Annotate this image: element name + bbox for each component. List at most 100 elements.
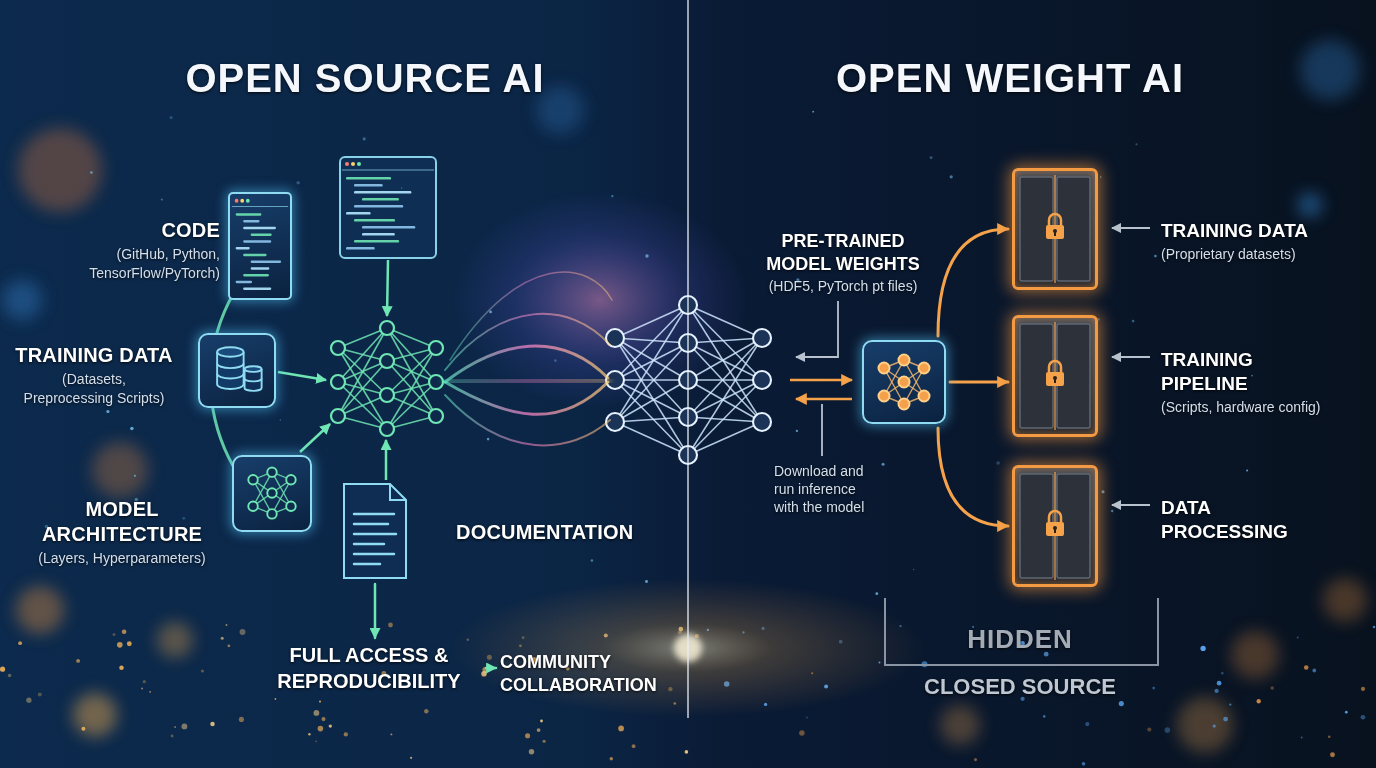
section-heading: OPEN SOURCE AI xyxy=(60,54,670,102)
code-icon-art xyxy=(251,267,270,270)
decoration xyxy=(346,212,371,215)
locked-door-art xyxy=(1015,171,1095,287)
decoration xyxy=(346,247,375,250)
locked-door-art xyxy=(1049,511,1061,522)
locked-door-art xyxy=(1046,225,1064,239)
decoration xyxy=(351,162,355,166)
decoration xyxy=(362,226,415,229)
decoration xyxy=(362,233,395,236)
decoration xyxy=(688,338,762,455)
decoration xyxy=(387,382,436,429)
connector-arrow xyxy=(950,381,1008,384)
decoration xyxy=(315,740,317,742)
weights-box: PRE-TRAINED MODEL WEIGHTS(HDF5, PyTorch … xyxy=(862,340,946,424)
decoration xyxy=(1373,626,1376,629)
decoration xyxy=(1152,687,1155,690)
document-icon: DOCUMENTATION xyxy=(340,482,410,580)
locked-door-art xyxy=(1015,171,1095,287)
decoration xyxy=(610,757,613,760)
outcome-text: COMMUNITY COLLABORATION xyxy=(500,651,680,698)
code-icon-art xyxy=(230,194,290,298)
decoration xyxy=(950,175,953,178)
bokeh xyxy=(940,705,980,745)
decoration xyxy=(181,723,187,729)
decoration xyxy=(81,727,85,731)
decoration xyxy=(1213,724,1216,727)
locked-door-art xyxy=(1054,231,1056,236)
code-icon-art xyxy=(235,199,239,203)
decoration xyxy=(1132,320,1135,323)
decoration xyxy=(688,305,762,380)
decoration xyxy=(296,181,300,185)
light-streaks xyxy=(445,382,608,414)
locked-door: TRAINING DATA(Proprietary datasets) xyxy=(1012,168,1098,290)
decoration xyxy=(645,254,648,257)
decoration xyxy=(424,709,428,713)
feed-arrows xyxy=(278,372,326,380)
decoration xyxy=(331,375,345,389)
decoration xyxy=(615,380,688,422)
code-icon-art xyxy=(243,274,269,277)
weights-leaders xyxy=(790,379,852,382)
decoration xyxy=(149,691,151,693)
locked-door-art xyxy=(1015,468,1095,584)
decoration xyxy=(1223,717,1228,722)
weights-leaders xyxy=(796,301,838,357)
database-icon-art xyxy=(217,347,261,391)
section-heading: OPEN WEIGHT AI xyxy=(700,54,1320,102)
connector-arrow xyxy=(374,584,377,638)
decoration xyxy=(390,733,392,735)
decoration xyxy=(331,341,345,355)
decoration xyxy=(26,698,31,703)
node-subtext: (HDF5, PyTorch pt files) xyxy=(758,277,928,296)
decoration xyxy=(930,156,933,159)
architecture-icon-art xyxy=(267,488,276,497)
decoration xyxy=(388,623,393,628)
decoration xyxy=(380,388,394,402)
locked-door-art xyxy=(1015,318,1095,434)
decoration xyxy=(1200,646,1205,651)
locked-door-art xyxy=(1015,318,1095,434)
decoration xyxy=(380,321,394,335)
database-icon: TRAINING DATA(Datasets, Preprocessing Sc… xyxy=(198,333,276,408)
decoration xyxy=(611,195,613,197)
decoration xyxy=(1214,689,1218,693)
decoration xyxy=(240,629,246,635)
document-icon-art xyxy=(344,484,406,578)
decoration xyxy=(90,171,93,174)
decoration xyxy=(127,641,132,646)
weights-box-art xyxy=(899,355,910,366)
decoration xyxy=(380,354,394,368)
door-leaders xyxy=(1112,504,1150,506)
divider-line xyxy=(687,0,689,718)
weights-box-art xyxy=(864,342,944,422)
decoration xyxy=(1251,375,1253,377)
feed-arrows xyxy=(385,440,388,480)
code-icon-art xyxy=(251,233,272,236)
decoration xyxy=(1246,469,1248,471)
decoration xyxy=(161,199,163,201)
decoration xyxy=(170,116,173,119)
decoration xyxy=(141,688,143,690)
decoration xyxy=(618,726,624,732)
code-icon-art xyxy=(240,199,244,203)
center-haze xyxy=(450,190,750,410)
decoration xyxy=(796,430,798,432)
code-icon-art xyxy=(251,260,281,263)
decoration xyxy=(615,338,688,455)
decoration xyxy=(221,637,224,640)
decoration xyxy=(1101,490,1104,493)
connector-arrow xyxy=(938,229,1008,336)
decoration xyxy=(342,162,434,250)
decoration xyxy=(688,379,762,381)
decoration xyxy=(615,343,688,380)
feed-arrows xyxy=(300,424,330,452)
decoration xyxy=(799,730,805,736)
decoration xyxy=(882,463,885,466)
decoration xyxy=(1154,255,1157,258)
bokeh xyxy=(16,586,64,634)
architecture-icon-art xyxy=(248,475,257,484)
light-streaks xyxy=(445,395,610,445)
decoration xyxy=(429,341,443,355)
